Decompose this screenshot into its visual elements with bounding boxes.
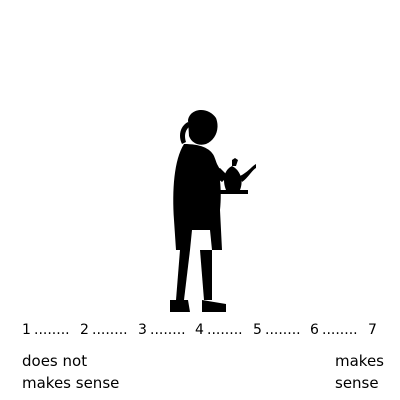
anchor-does-not-make-sense: does not makes sense (22, 350, 162, 394)
scale-point-7: 7 (368, 322, 377, 338)
scale-point-6: 6 (310, 322, 319, 338)
scale-dots: ........ (322, 322, 358, 338)
anchor-left-line-1: does not (22, 352, 88, 370)
anchor-right-line-1: makes (335, 352, 384, 370)
scale-point-4: 4 (195, 322, 204, 338)
anchor-left-line-2: makes sense (22, 374, 120, 392)
butler-with-teapot-silhouette (170, 109, 256, 312)
scale-dots: ........ (34, 322, 70, 338)
scale-dots: ........ (92, 322, 128, 338)
scale-point-3: 3 (138, 322, 147, 338)
anchor-right-line-2: sense (335, 374, 379, 392)
scale-point-5: 5 (253, 322, 262, 338)
anchor-makes-sense: makes sense (335, 350, 395, 394)
scale-dots: ........ (150, 322, 186, 338)
scale-point-1: 1 (22, 322, 31, 338)
scale-dots: ........ (207, 322, 243, 338)
scale-dots: ........ (265, 322, 301, 338)
scale-point-2: 2 (80, 322, 89, 338)
likert-scale: 1 ........ 2 ........ 3 ........ 4 .....… (22, 322, 382, 344)
